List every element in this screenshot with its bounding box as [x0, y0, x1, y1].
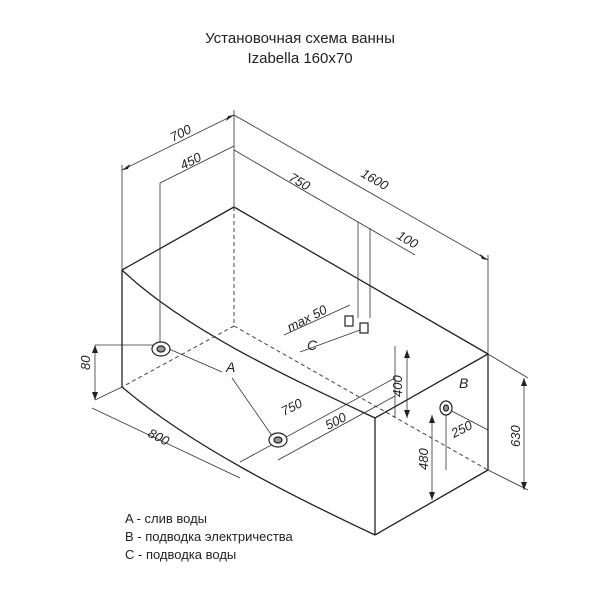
dim-480: 480 — [416, 448, 431, 470]
legend: A - слив воды B - подводка электричества… — [125, 510, 293, 564]
dim-450: 450 — [178, 149, 205, 173]
dim-400: 400 — [390, 375, 405, 397]
dim-80: 80 — [78, 355, 93, 370]
dim-700: 700 — [168, 121, 195, 145]
rim-front-curve — [121, 269, 376, 419]
water-supply-hot — [344, 315, 354, 327]
bottom-front-curve — [121, 386, 376, 536]
marker-a: A — [225, 359, 235, 375]
marker-c: C — [307, 337, 318, 353]
arrowheads — [92, 115, 527, 500]
dim-800: 800 — [146, 425, 173, 449]
diagram-title: Установочная схема ванны — [205, 30, 395, 47]
bathtub-outline — [121, 206, 489, 536]
rim-back-edge — [233, 206, 489, 355]
hidden-edges — [121, 207, 489, 471]
dim-100: 100 — [395, 228, 422, 252]
water-supply-cold — [359, 322, 369, 334]
dimension-labels: 700 450 750 1600 100 max 50 80 800 750 5… — [78, 121, 523, 470]
diagram-subtitle: Izabella 160x70 — [247, 50, 353, 67]
legend-item-a: A - слив воды — [125, 511, 208, 526]
dim-500: 500 — [323, 409, 350, 433]
markers: A B C — [225, 337, 468, 391]
dimension-lines — [91, 110, 529, 500]
rim-left-edge — [121, 206, 235, 271]
rim-right-edge — [374, 353, 489, 419]
legend-item-c: C - подводка воды — [125, 547, 237, 562]
dim-250: 250 — [448, 417, 476, 441]
dim-750-front: 750 — [279, 395, 306, 419]
dim-max-50: max 50 — [285, 302, 330, 335]
dim-750-top: 750 — [287, 170, 314, 194]
fittings — [151, 315, 453, 448]
legend-item-b: B - подводка электричества — [125, 529, 293, 544]
dim-630: 630 — [508, 425, 523, 447]
bottom-right-edge — [374, 469, 489, 536]
marker-b: B — [459, 375, 468, 391]
